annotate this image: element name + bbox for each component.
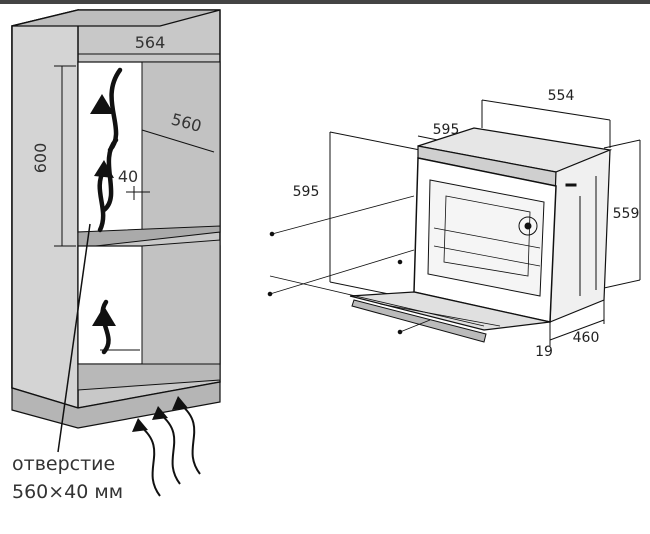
arrow-head	[132, 418, 148, 432]
dim-line-recess	[549, 319, 605, 341]
guide-line	[269, 275, 485, 327]
marker-dot	[397, 259, 403, 265]
opening-caption-line2: 560×40 мм	[12, 481, 123, 503]
arrow-head	[92, 306, 116, 326]
arrow-head	[94, 160, 114, 178]
rack-line	[433, 227, 541, 249]
oven-illustration	[267, 99, 641, 346]
cabinet-gap-label: 40	[118, 167, 138, 186]
cabinet-width-label: 564	[135, 33, 166, 52]
lower-floor	[77, 363, 221, 391]
lower-right-wall	[141, 239, 221, 365]
arrow-head	[172, 396, 188, 410]
dim-line-oven-depth	[481, 99, 611, 121]
cabinet-front-face	[11, 9, 79, 410]
intake-arrow	[179, 403, 201, 475]
cabinet-plinth	[11, 381, 221, 429]
oven-side-height-label: 559	[613, 206, 640, 222]
oven-depth-label: 554	[548, 88, 575, 104]
oven-recess-label: 460	[573, 330, 600, 346]
oven-width-label: 595	[433, 122, 460, 138]
intake-arrows	[139, 403, 201, 497]
door-glass	[379, 303, 501, 327]
oven-panel-label: 19	[535, 344, 553, 360]
upper-shelf	[77, 225, 221, 249]
guide-line	[271, 195, 415, 235]
top-border	[0, 0, 650, 4]
dim-line-depth	[141, 129, 215, 153]
fan-icon	[518, 216, 538, 236]
side-slot	[565, 183, 577, 187]
guide-line	[399, 319, 431, 333]
cabinet-top	[11, 9, 221, 27]
arrow-head	[90, 94, 114, 114]
cabinet-height-label: 600	[31, 143, 50, 174]
upper-right-wall	[141, 61, 221, 233]
oven-height-label: 595	[293, 184, 320, 200]
cabinet-illustration: 564 600 560 40	[11, 9, 221, 497]
fan-hub	[524, 222, 532, 230]
opening-caption-line1: отверстие	[12, 453, 115, 475]
intake-arrow	[139, 425, 161, 497]
oven-cavity-back	[443, 195, 531, 277]
guide-line	[269, 249, 415, 295]
rack-line	[433, 245, 541, 267]
dim-guide	[603, 279, 641, 289]
dim-guide	[603, 139, 641, 149]
intake-arrow	[159, 413, 181, 485]
caption-leader	[57, 223, 91, 453]
oven-door-edge	[351, 299, 487, 343]
arrow-head	[152, 406, 168, 420]
dim-guide	[329, 131, 421, 151]
